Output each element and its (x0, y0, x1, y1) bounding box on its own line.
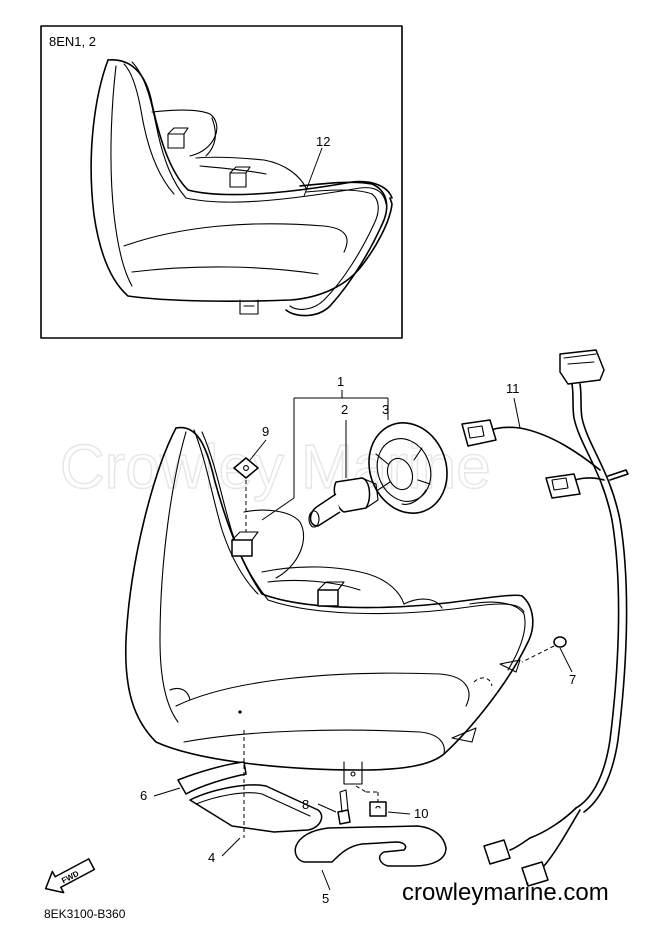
inset-frame (40, 25, 403, 339)
inset-title: 8EN1, 2 (49, 34, 96, 49)
inset-8en1-2: 8EN1, 2 (40, 25, 403, 339)
leader-11 (513, 397, 521, 429)
part-6-bracket (153, 761, 247, 797)
bulb-socket (368, 422, 448, 514)
callout-11: 11 (506, 381, 520, 396)
callout-4: 4 (208, 850, 215, 865)
headlight-assembly (124, 426, 534, 793)
leader-1 (261, 390, 389, 521)
callout-1: 1 (337, 374, 344, 389)
callout-12: 12 (316, 134, 330, 149)
site-watermark: crowleymarine.com (402, 879, 609, 906)
wire-harness (461, 349, 629, 887)
callout-7: 7 (569, 672, 576, 687)
part-7-screw (521, 636, 573, 673)
inset-headlight-cowl (90, 59, 393, 317)
part-4-plate (189, 730, 323, 857)
part-9-nut (233, 439, 267, 532)
callout-3: 3 (382, 402, 389, 417)
callout-2: 2 (341, 402, 348, 417)
lens-marker (238, 710, 242, 714)
watermark: Crowley Marine (60, 433, 491, 502)
part-5-plate (294, 825, 447, 891)
diagram-code: 8EK3100-B360 (44, 907, 126, 921)
part-8-bolt (317, 789, 351, 825)
callout-6: 6 (140, 788, 147, 803)
callout-9: 9 (262, 424, 269, 439)
callout-8: 8 (302, 797, 309, 812)
fwd-arrow-icon: FWD (44, 858, 96, 894)
part-10-nut (366, 791, 411, 817)
callout-10: 10 (414, 806, 428, 821)
leader-12 (303, 147, 323, 197)
callout-5: 5 (322, 891, 329, 906)
bulb (308, 420, 379, 528)
